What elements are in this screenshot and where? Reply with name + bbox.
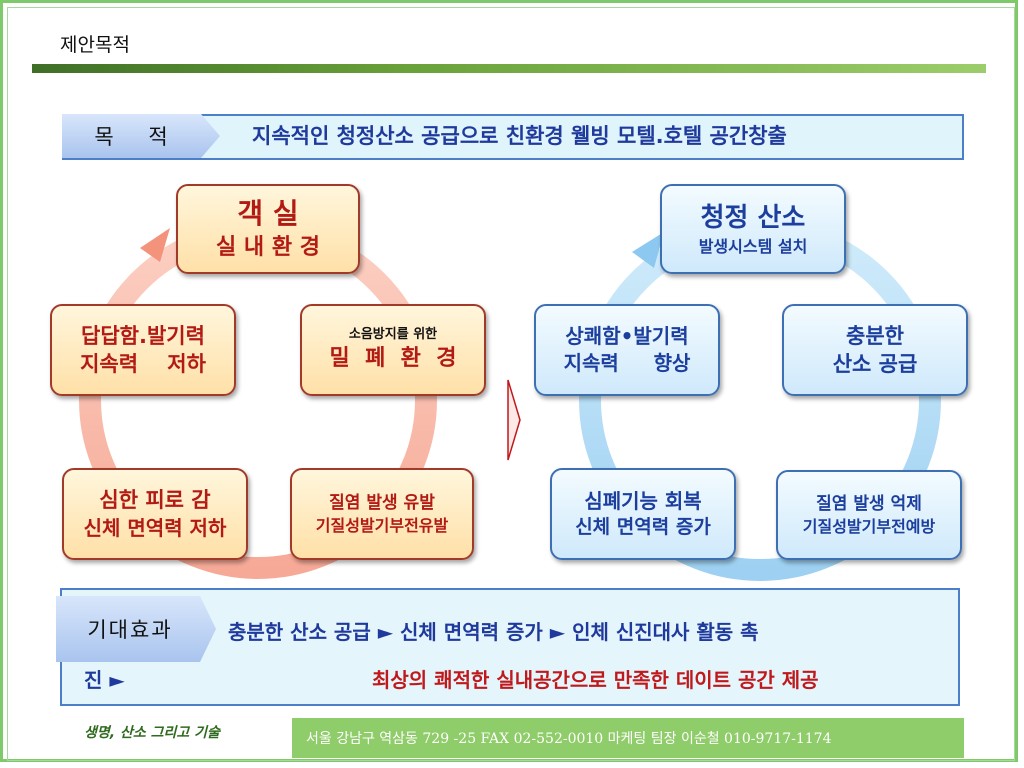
current-left-upper-box: 답답함.발기력 지속력 저하	[50, 304, 236, 396]
current-left-lower-box: 심한 피로 감 신체 면역력 저하	[62, 468, 248, 560]
improved-left-lower-line2: 신체 면역력 증가	[575, 515, 711, 538]
improved-left-lower-line1: 심폐기능 회복	[584, 488, 702, 513]
improved-oxygen-subtitle: 발생시스템 설치	[698, 236, 808, 256]
improved-oxygen-title: 청정 산소	[700, 202, 806, 233]
current-right-upper-box: 소음방지를 위한 밀 폐 환 경	[300, 304, 486, 396]
current-right-lower-line2: 기질성발기부전유발	[315, 515, 449, 535]
current-room-box: 객 실 실 내 환 경	[176, 184, 360, 274]
purpose-text: 지속적인 청정산소 공급으로 친환경 웰빙 모텔.호텔 공간창출	[252, 124, 787, 148]
current-right-lower-line1: 질염 발생 유발	[329, 492, 435, 513]
expectation-line1: 충분한 산소 공급 ► 신체 면역력 증가 ► 인체 신진대사 활동 촉	[228, 620, 759, 644]
current-left-lower-line2: 신체 면역력 저하	[83, 515, 227, 540]
improved-oxygen-box: 청정 산소 발생시스템 설치	[660, 184, 846, 274]
current-room-title: 객 실	[237, 197, 299, 231]
warm-cycle-arrowhead	[140, 228, 170, 262]
slide-frame-inner	[7, 7, 1015, 761]
improved-right-lower-line2: 기질성발기부전예방	[802, 516, 936, 536]
current-right-upper-line1: 소음방지를 위한	[348, 327, 438, 343]
contact-footer: 서울 강남구 역삼동 729 -25 FAX 02-552-0010 마케팅 팀…	[292, 718, 964, 758]
expectation-line2-start: 진 ►	[84, 668, 125, 692]
improved-right-lower-line1: 질염 발생 억제	[816, 493, 922, 514]
transition-arrow	[507, 379, 521, 461]
current-right-lower-box: 질염 발생 유발 기질성발기부전유발	[290, 468, 474, 560]
expectation-box	[60, 588, 960, 706]
purpose-tag: 목 적	[62, 114, 220, 158]
title-underline-bar	[32, 64, 986, 73]
improved-left-upper-line1: 상쾌함•발기력	[565, 324, 689, 348]
improved-right-lower-box: 질염 발생 억제 기질성발기부전예방	[776, 470, 962, 560]
page-title: 제안목적	[60, 34, 130, 56]
improved-right-upper-line1: 충분한	[846, 323, 904, 348]
current-left-upper-line2: 지속력 저하	[80, 352, 206, 376]
company-slogan: 생명, 산소 그리고 기술	[84, 725, 220, 741]
expectation-tag: 기대효과	[56, 596, 216, 662]
improved-left-upper-line2: 지속력 향상	[563, 351, 691, 375]
improved-right-upper-line2: 산소 공급	[832, 352, 918, 376]
improved-left-upper-box: 상쾌함•발기력 지속력 향상	[534, 304, 720, 396]
expectation-line2-highlight: 최상의 쾌적한 실내공간으로 만족한 데이트 공간 제공	[372, 668, 819, 692]
cool-cycle-arrowhead	[632, 232, 664, 268]
improved-right-upper-box: 충분한 산소 공급	[782, 304, 968, 396]
current-left-upper-line1: 답답함.발기력	[81, 323, 205, 348]
current-right-upper-line2: 밀 폐 환 경	[329, 345, 457, 371]
improved-left-lower-box: 심폐기능 회복 신체 면역력 증가	[550, 468, 736, 560]
current-left-lower-line1: 심한 피로 감	[99, 488, 211, 513]
current-room-subtitle: 실 내 환 경	[216, 235, 320, 261]
